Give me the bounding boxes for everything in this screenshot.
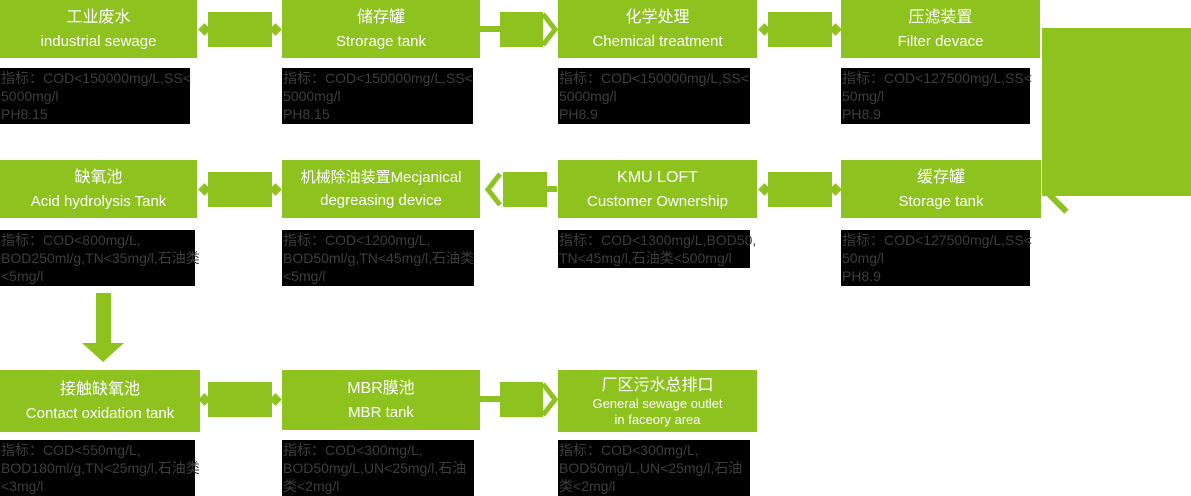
bend-connector-shape [1042, 28, 1191, 196]
flow-arrow-left-icon [198, 172, 282, 207]
arrow-body [96, 293, 111, 345]
node-title-zh: 接触缺氧池 [59, 380, 140, 398]
indicator-text: 指标：COD<800mg/L, BOD250ml/g,TN<35mg/l,石油类… [1, 232, 200, 284]
arrow-body [768, 12, 832, 47]
flow-arrow-right-icon [198, 382, 282, 417]
node-box-kmu-loft: KMU LOFT Customer Ownership [558, 160, 757, 218]
node-title-en: Contact oxidation tank [25, 404, 175, 422]
indicator-kmu-loft: 指标：COD<1300mg/L,BOD50, TN<45mg/l,石油类<500… [558, 230, 757, 268]
arrow-head-chevron-icon [541, 382, 558, 417]
flow-arrow-left-icon [758, 172, 842, 207]
node-box-industrial-sewage: 工业废水 industrial sewage [0, 0, 197, 58]
node-title-en: General sewage outlet [592, 395, 723, 411]
arrow-head-chevron-icon [485, 172, 502, 207]
arrow-tail [480, 26, 502, 32]
indicator-acid-hydrolysis-tank: 指标：COD<800mg/L, BOD250ml/g,TN<35mg/l,石油类… [0, 230, 200, 286]
arrow-body [500, 382, 543, 417]
node-title-en: Strorage tank [335, 32, 427, 50]
arrow-tail [547, 186, 557, 192]
node-box-storage-tank-1: 储存罐 Strorage tank [282, 0, 480, 58]
node-box-mbr-tank: MBR膜池 MBR tank [282, 370, 480, 430]
node-title-en: Filter devace [897, 32, 984, 50]
node-title-en: Acid hydrolysis Tank [30, 192, 167, 210]
node-box-buffer-storage-tank: 缓存罐 Storage tank [841, 160, 1041, 218]
indicator-chemical-treatment: 指标：COD<150000mg/L,SS< 5000mg/l PH8.9 [558, 68, 750, 124]
flow-arrow-left-icon [485, 172, 557, 207]
indicator-buffer-storage-tank: 指标：COD<127500mg/L,SS< 50mg/l PH8.9 [841, 230, 1032, 286]
flow-arrow-down-icon [82, 293, 125, 362]
node-title-en: industrial sewage [40, 32, 157, 50]
arrow-body [500, 12, 543, 47]
node-title-en: degreasing device [320, 192, 442, 209]
arrow-body [503, 172, 547, 207]
node-box-filter-device: 压滤装置 Filter devace [841, 0, 1040, 58]
node-title-en: Customer Ownership [587, 192, 728, 210]
arrow-head-icon [82, 343, 124, 362]
flow-arrow-right-icon [480, 12, 558, 47]
indicator-text: 指标：COD<127500mg/L,SS< 50mg/l PH8.9 [842, 70, 1032, 122]
indicator-contact-oxidation-tank: 指标：COD<550mg/L, BOD180ml/g,TN<25mg/l,石油类… [0, 440, 200, 496]
indicator-storage-tank-1: 指标：COD<150000mg/L,SS< 5000mg/l PH8.15 [282, 68, 473, 124]
indicator-text: 指标：COD<150000mg/L,SS< 5000mg/l PH8.15 [1, 70, 191, 122]
arrow-body [768, 172, 832, 207]
arrow-tail [480, 396, 502, 402]
node-box-acid-hydrolysis-tank: 缺氧池 Acid hydrolysis Tank [0, 160, 197, 218]
indicator-text: 指标：COD<550mg/L, BOD180ml/g,TN<25mg/l,石油类… [1, 442, 200, 494]
node-title-zh: 机械除油装置Mecjanical [300, 169, 462, 186]
indicator-text: 指标：COD<1300mg/L,BOD50, TN<45mg/l,石油类<500… [559, 232, 757, 266]
node-title-zh: KMU LOFT [617, 168, 698, 186]
indicator-industrial-sewage: 指标：COD<150000mg/L,SS< 5000mg/l PH8.15 [0, 68, 191, 124]
flow-arrow-right-icon [198, 12, 282, 47]
indicator-general-sewage-outlet: 指标：COD<300mg/L, BOD50mg/L,UN<25mg/l,石油 类… [558, 440, 750, 496]
arrow-head-chevron-icon [541, 12, 558, 47]
indicator-text: 指标：COD<300mg/L, BOD50mg/L,UN<25mg/l,石油 类… [283, 442, 467, 494]
flow-arrow-right-icon [480, 382, 558, 417]
arrow-body [208, 12, 272, 47]
node-title-zh: 缓存罐 [916, 168, 965, 186]
node-box-general-sewage-outlet: 厂区污水总排口 General sewage outlet in faceory… [558, 370, 757, 432]
node-title-en: Storage tank [898, 192, 984, 210]
node-title-zh: 压滤装置 [908, 8, 973, 26]
indicator-text: 指标：COD<300mg/L, BOD50mg/L,UN<25mg/l,石油 类… [559, 442, 743, 494]
node-title-zh: 缺氧池 [74, 168, 123, 186]
indicator-mbr-tank: 指标：COD<300mg/L, BOD50mg/L,UN<25mg/l,石油 类… [282, 440, 474, 496]
indicator-mechanical-degreasing-device: 指标：COD<1200mg/L, BOD50ml/g,TN<45mg/l,石油类… [282, 230, 474, 286]
node-box-chemical-treatment: 化学处理 Chemical treatment [558, 0, 757, 58]
node-box-contact-oxidation-tank: 接触缺氧池 Contact oxidation tank [0, 370, 200, 432]
node-title-zh: 储存罐 [356, 8, 405, 26]
indicator-text: 指标：COD<150000mg/L,SS< 5000mg/l PH8.15 [283, 70, 473, 122]
node-title-en2: in faceory area [614, 411, 701, 427]
indicator-text: 指标：COD<150000mg/L,SS< 5000mg/l PH8.9 [559, 70, 749, 122]
node-title-zh: 厂区污水总排口 [601, 376, 714, 394]
indicator-filter-device: 指标：COD<127500mg/L,SS< 50mg/l PH8.9 [841, 68, 1032, 124]
node-title-zh: 化学处理 [625, 8, 690, 26]
flow-arrow-right-icon [758, 12, 842, 47]
node-title-en: Chemical treatment [592, 32, 723, 50]
node-title-zh: 工业废水 [66, 8, 131, 26]
arrow-body [208, 172, 272, 207]
node-title-zh: MBR膜池 [347, 379, 415, 397]
arrow-body [208, 382, 272, 417]
node-box-mechanical-degreasing-device: 机械除油装置Mecjanical degreasing device [282, 160, 480, 218]
indicator-text: 指标：COD<127500mg/L,SS< 50mg/l PH8.9 [842, 232, 1032, 284]
indicator-text: 指标：COD<1200mg/L, BOD50ml/g,TN<45mg/l,石油类… [283, 232, 474, 284]
node-title-en: MBR tank [348, 403, 414, 421]
